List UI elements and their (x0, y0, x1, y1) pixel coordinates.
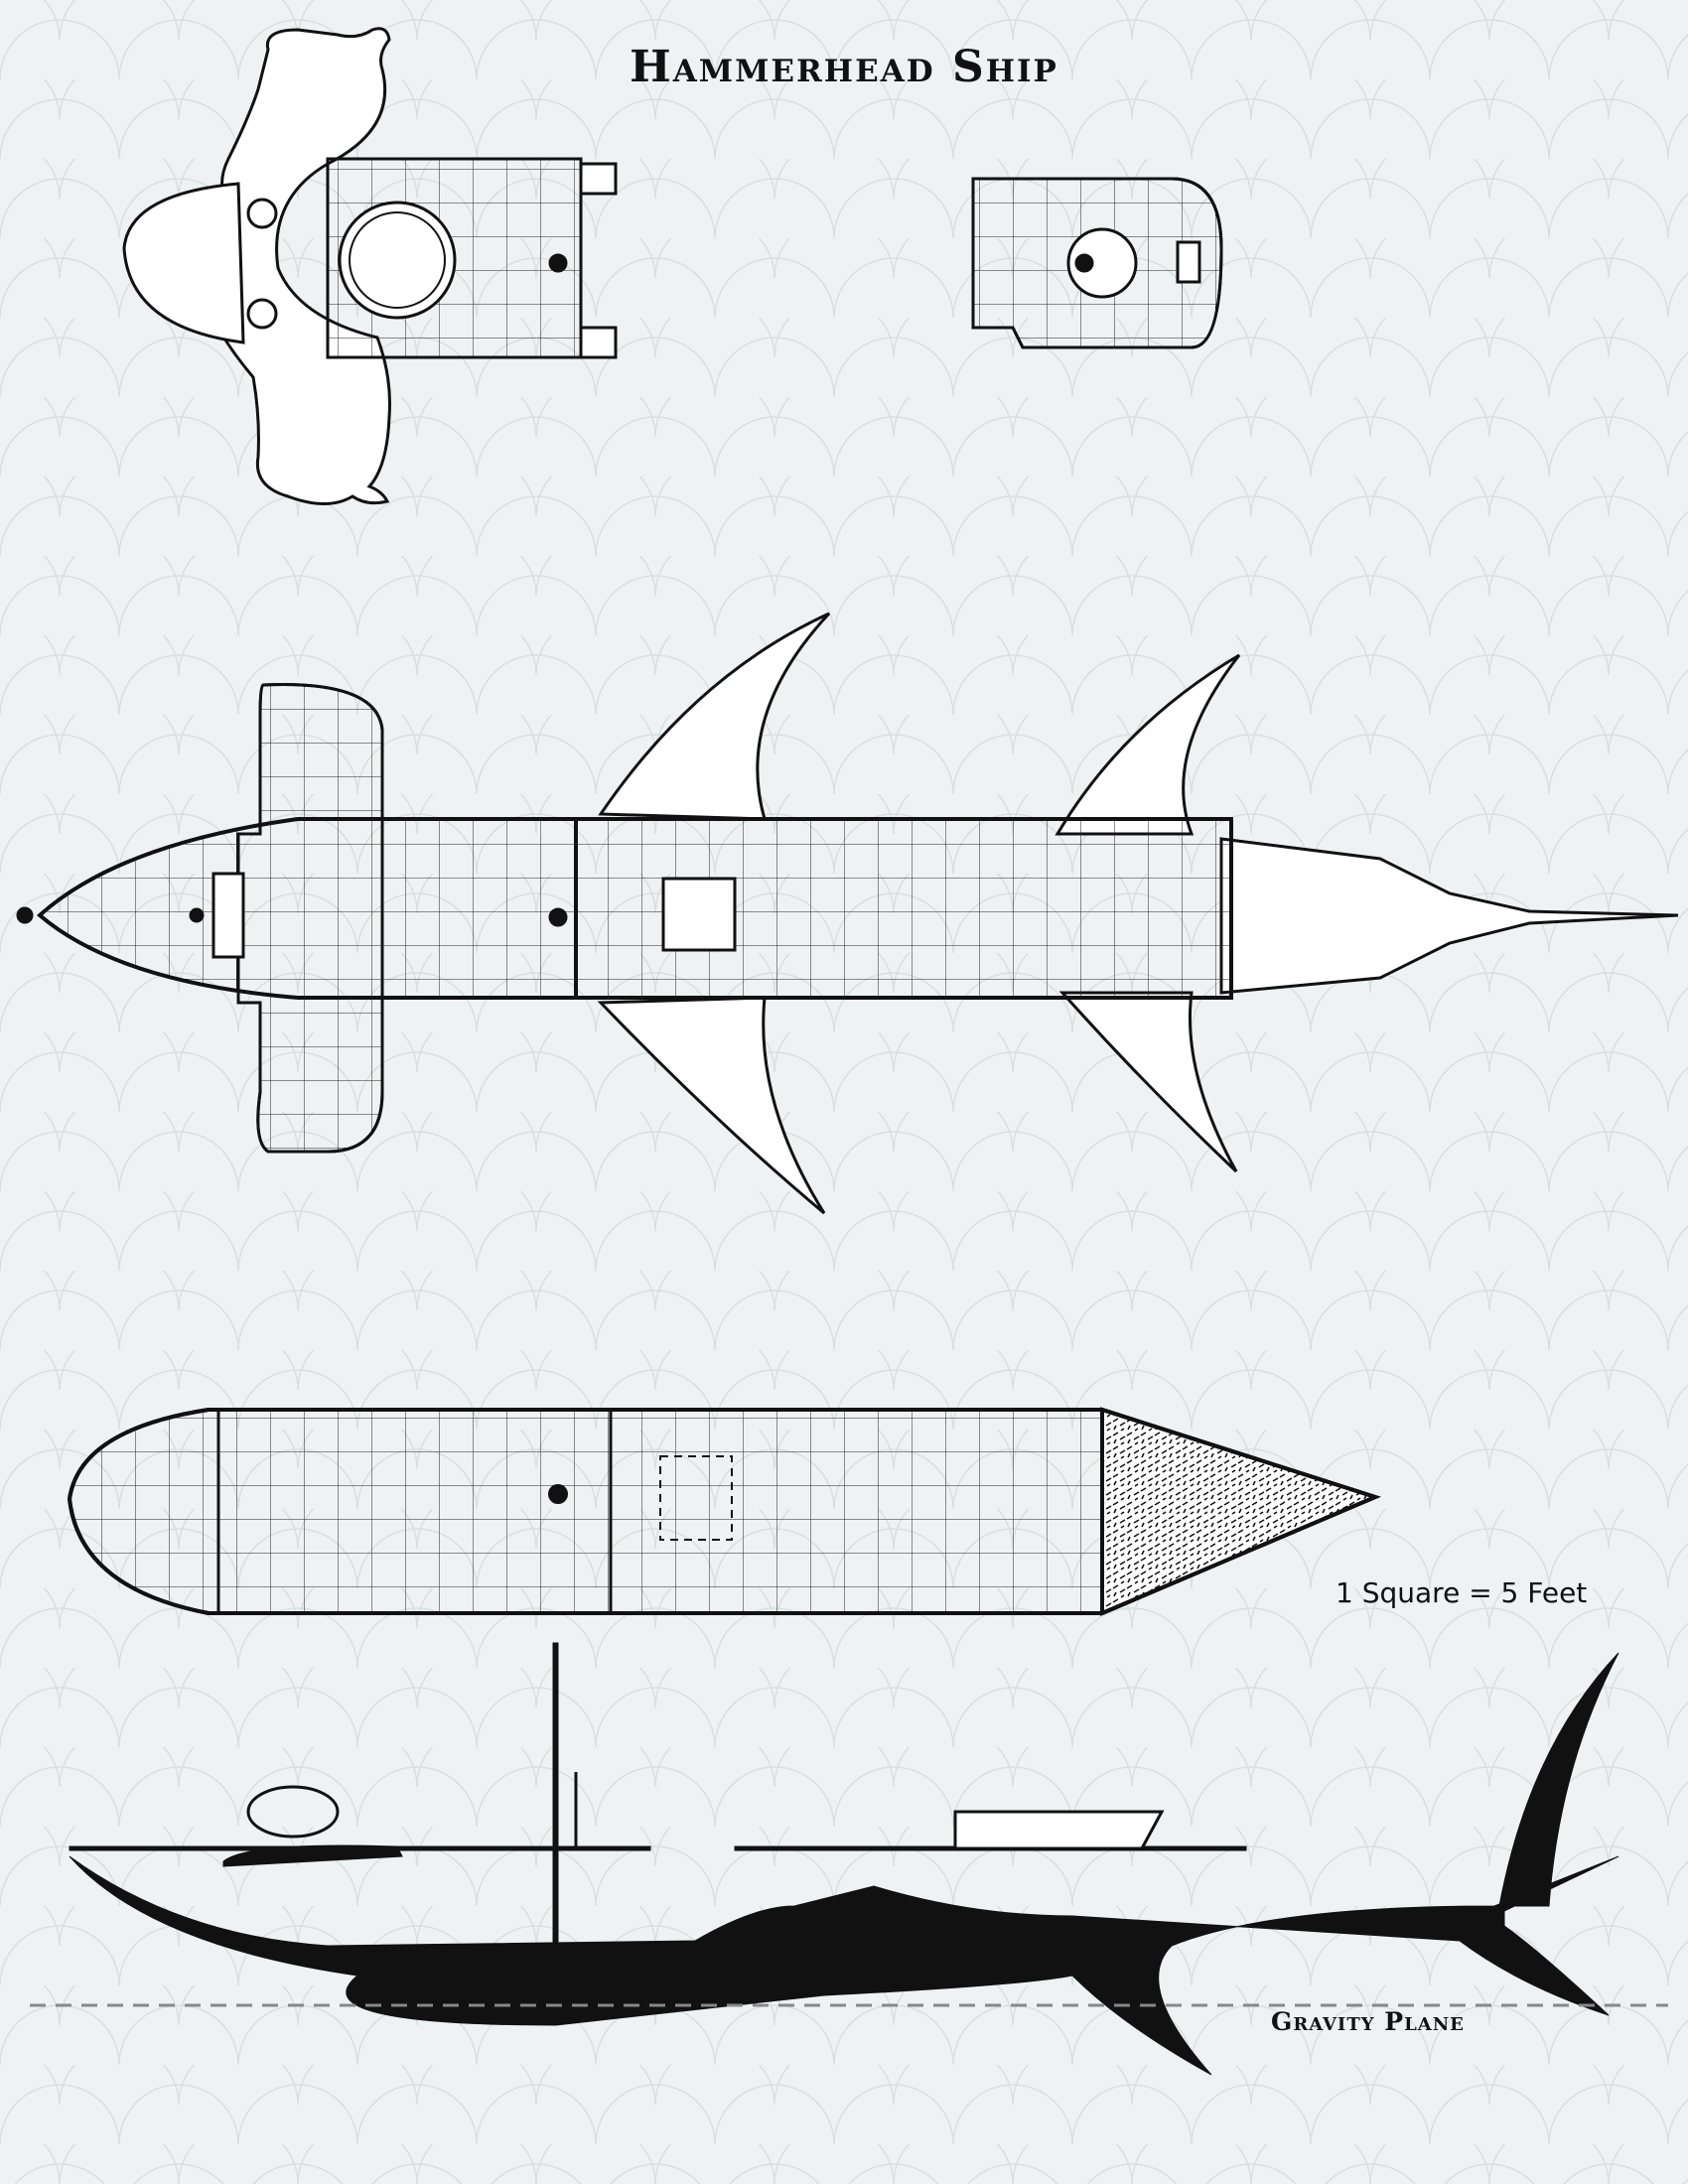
hammerhead-upper-deck (122, 27, 618, 505)
main-deck-plan (16, 612, 1679, 1215)
scale-label: 1 Square = 5 Feet (1336, 1576, 1588, 1609)
lower-hold-plan (67, 1407, 1381, 1617)
side-profile (69, 1642, 1619, 2076)
stern-upper-deck (971, 177, 1223, 349)
gravity-plane-label: Gravity Plane (1271, 2007, 1465, 2036)
page-title: Hammerhead Ship (630, 42, 1058, 92)
